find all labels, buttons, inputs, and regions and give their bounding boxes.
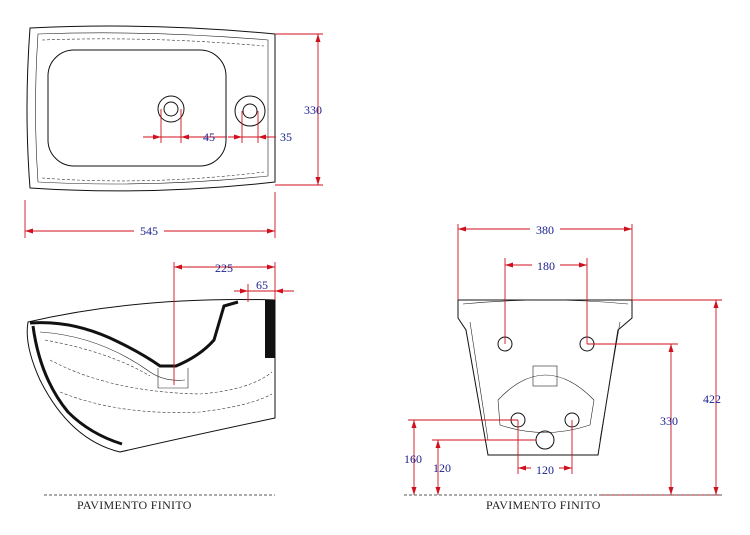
dim-height-bolts: 330 [660, 414, 678, 428]
arrowhead [668, 487, 674, 495]
arrowhead [153, 134, 161, 140]
back-view: 380 180 120 422 330 160 [404, 222, 722, 512]
dim-hole-left: 45 [203, 130, 215, 144]
label-bg [530, 222, 560, 237]
tap-hole [234, 95, 266, 127]
back-recess-box [532, 365, 558, 387]
arrowhead [411, 487, 417, 495]
dim-width-top: 545 [140, 224, 158, 238]
drain-spigot [157, 368, 189, 389]
dim-height-total: 422 [703, 392, 721, 406]
bidet-outline-back [457, 299, 633, 456]
rim-inner [35, 32, 269, 185]
floor-label-back: PAVIMENTO FINITO [486, 498, 601, 512]
drain-hole [157, 95, 185, 123]
label-bg [134, 223, 164, 238]
dim-height-lower: 120 [433, 461, 451, 475]
inner-dash-1 [44, 339, 151, 377]
arrowhead [267, 264, 275, 270]
drain-hole-inner [163, 101, 179, 117]
arrowhead [579, 262, 587, 268]
arrowhead [315, 177, 321, 185]
wall-flange [265, 300, 275, 358]
arrowhead [267, 228, 275, 234]
floor-label-side: PAVIMENTO FINITO [77, 498, 192, 512]
arrowhead [713, 300, 719, 308]
bidet-outline-top [26, 25, 276, 192]
arrowhead [315, 34, 321, 42]
arrowhead [668, 344, 674, 352]
inner-dash-3 [59, 391, 273, 413]
label-bg [532, 258, 560, 272]
dim-width-back: 380 [536, 223, 554, 237]
arrowhead [25, 228, 33, 234]
bidet-outline-side [26, 298, 276, 453]
arrowhead [411, 420, 417, 428]
back-side-lines [469, 321, 621, 441]
arrowhead [240, 288, 248, 294]
section-wall-front [31, 325, 123, 446]
back-recess [497, 374, 595, 433]
inner-dash-2 [49, 359, 273, 395]
arrowhead [624, 226, 632, 232]
dim-hole-right: 35 [280, 130, 292, 144]
inner-contour [39, 331, 186, 381]
arrowhead [458, 226, 466, 232]
top-view: 545 330 45 35 [24, 25, 323, 238]
arrowhead [435, 440, 441, 448]
dim-height-drain: 160 [404, 452, 422, 466]
rim-dash-top [41, 38, 265, 47]
arrowhead [275, 288, 283, 294]
back-rim [462, 299, 629, 305]
basin-bowl [47, 49, 227, 167]
dim-bolts-top: 180 [537, 259, 555, 273]
arrowhead [234, 134, 242, 140]
side-view: 225 65 PAVIMENTO FINITO [26, 261, 294, 512]
rim-dash-bottom [41, 171, 265, 182]
arrowhead [564, 465, 572, 471]
dim-wall: 65 [256, 278, 268, 292]
tap-hole-inner [242, 103, 258, 119]
arrowhead [181, 134, 189, 140]
dim-drain: 225 [215, 261, 233, 275]
arrowhead [518, 465, 526, 471]
drain-outlet [535, 430, 555, 450]
arrowhead [505, 262, 513, 268]
arrowhead [713, 487, 719, 495]
arrowhead [174, 264, 182, 270]
section-wall-top [29, 300, 239, 368]
label-bg [531, 462, 559, 476]
arrowhead [258, 134, 266, 140]
dim-bolts-bottom: 120 [536, 463, 554, 477]
arrowhead [435, 487, 441, 495]
dim-depth-top: 330 [304, 103, 322, 117]
